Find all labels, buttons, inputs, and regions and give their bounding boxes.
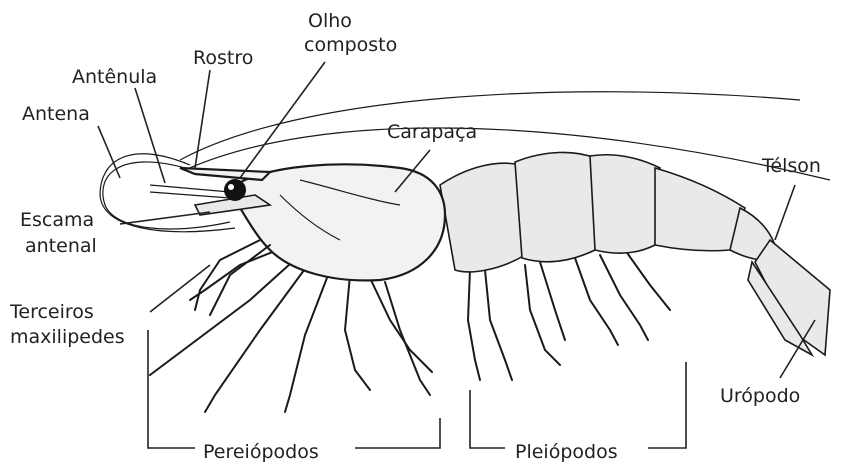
label-carapaca: Carapaça bbox=[387, 121, 477, 143]
compound-eye bbox=[224, 179, 246, 201]
rostrum bbox=[180, 168, 270, 180]
label-terceiros-2: maxilipedes bbox=[10, 326, 125, 348]
label-olho-composto-2: composto bbox=[304, 34, 397, 56]
pleiopodos-bracket bbox=[470, 362, 686, 448]
carapace bbox=[235, 164, 445, 280]
label-olho-composto-1: Olho bbox=[308, 10, 352, 32]
label-antenula: Antênula bbox=[72, 66, 157, 88]
label-rostro: Rostro bbox=[193, 47, 253, 69]
pereiopodos-bracket bbox=[148, 330, 440, 448]
label-terceiros-1: Terceiros bbox=[9, 301, 94, 323]
label-uropodo: Urópodo bbox=[720, 385, 800, 407]
pleopods-drawing bbox=[468, 250, 670, 380]
label-pereiopodos: Pereiópodos bbox=[203, 441, 319, 463]
label-escama-2: antenal bbox=[25, 235, 97, 257]
third-maxillipeds bbox=[195, 240, 270, 315]
label-pleiopodos: Pleiópodos bbox=[515, 441, 618, 463]
label-escama-1: Escama bbox=[20, 209, 94, 231]
label-telson: Télson bbox=[761, 155, 821, 177]
label-antena: Antena bbox=[22, 103, 90, 125]
tail-fan bbox=[748, 240, 830, 355]
eye-highlight bbox=[228, 184, 234, 190]
abdomen bbox=[440, 152, 775, 271]
